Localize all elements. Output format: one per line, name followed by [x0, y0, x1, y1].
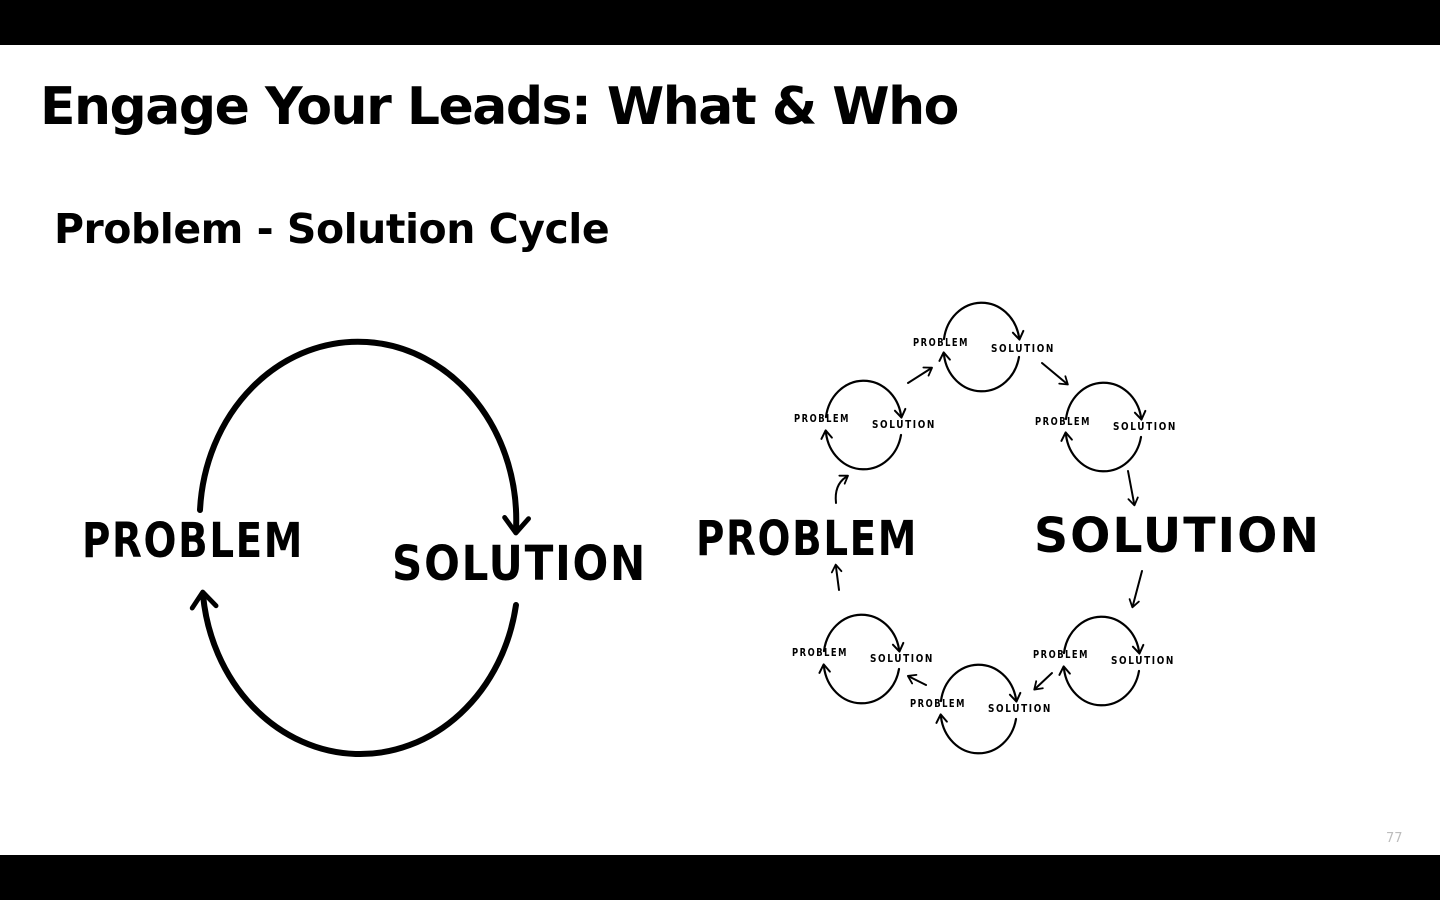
connector-arrow [906, 673, 927, 686]
letterbox-top [0, 0, 1440, 45]
simple-cycle-bottom-arc [189, 589, 519, 757]
slide: Engage Your Leads: What & Who Problem - … [0, 45, 1440, 855]
mini-problem-label: PROBLEM [913, 336, 969, 349]
mini-cycle-lower-right: PROBLEM SOLUTION [1033, 617, 1175, 706]
connector-arrow [1128, 570, 1143, 609]
mini-cycle-upper-right: PROBLEM SOLUTION [1035, 383, 1177, 472]
mini-solution-label: SOLUTION [870, 652, 934, 665]
mini-problem-label: PROBLEM [910, 697, 966, 710]
simple-problem-label: PROBLEM [82, 513, 304, 569]
complex-solution-label: SOLUTION [1034, 508, 1321, 564]
mini-problem-label: PROBLEM [794, 412, 850, 425]
slide-title: Engage Your Leads: What & Who [40, 77, 959, 137]
mini-solution-label: SOLUTION [1111, 654, 1175, 667]
connector-arrow [1041, 362, 1069, 386]
mini-problem-label: PROBLEM [1033, 648, 1089, 661]
connector-arrow [1127, 470, 1139, 507]
letterbox-bottom [0, 855, 1440, 900]
complex-problem-label: PROBLEM [696, 511, 918, 567]
mini-solution-label: SOLUTION [1113, 420, 1177, 433]
mini-cycle-upper-left: PROBLEM SOLUTION [794, 381, 936, 470]
connector-arrow [830, 563, 843, 591]
mini-solution-label: SOLUTION [872, 418, 936, 431]
mini-solution-label: SOLUTION [988, 702, 1052, 715]
connector-arrows [830, 362, 1143, 691]
simple-cycle-top-arc [197, 338, 531, 536]
connector-arrow [834, 474, 849, 504]
connector-arrow [1033, 672, 1053, 691]
complex-cycle: PROBLEM SOLUTION PROBLEM SOLUTION [696, 303, 1321, 754]
mini-problem-label: PROBLEM [792, 646, 848, 659]
simple-solution-label: SOLUTION [392, 536, 647, 592]
cycle-diagrams: PROBLEM SOLUTION PROBLEM SOLUTION PROBLE [82, 45, 1321, 757]
page-number: 77 [1386, 831, 1403, 846]
connector-arrow [907, 366, 933, 384]
mini-problem-label: PROBLEM [1035, 415, 1091, 428]
simple-cycle: PROBLEM SOLUTION [82, 338, 647, 757]
mini-cycle-bottom: PROBLEM SOLUTION [910, 665, 1052, 754]
slide-subtitle: Problem - Solution Cycle [54, 205, 610, 253]
mini-solution-label: SOLUTION [991, 342, 1055, 355]
mini-cycle-top: PROBLEM SOLUTION [913, 303, 1055, 392]
mini-cycle-lower-left: PROBLEM SOLUTION [792, 615, 934, 704]
